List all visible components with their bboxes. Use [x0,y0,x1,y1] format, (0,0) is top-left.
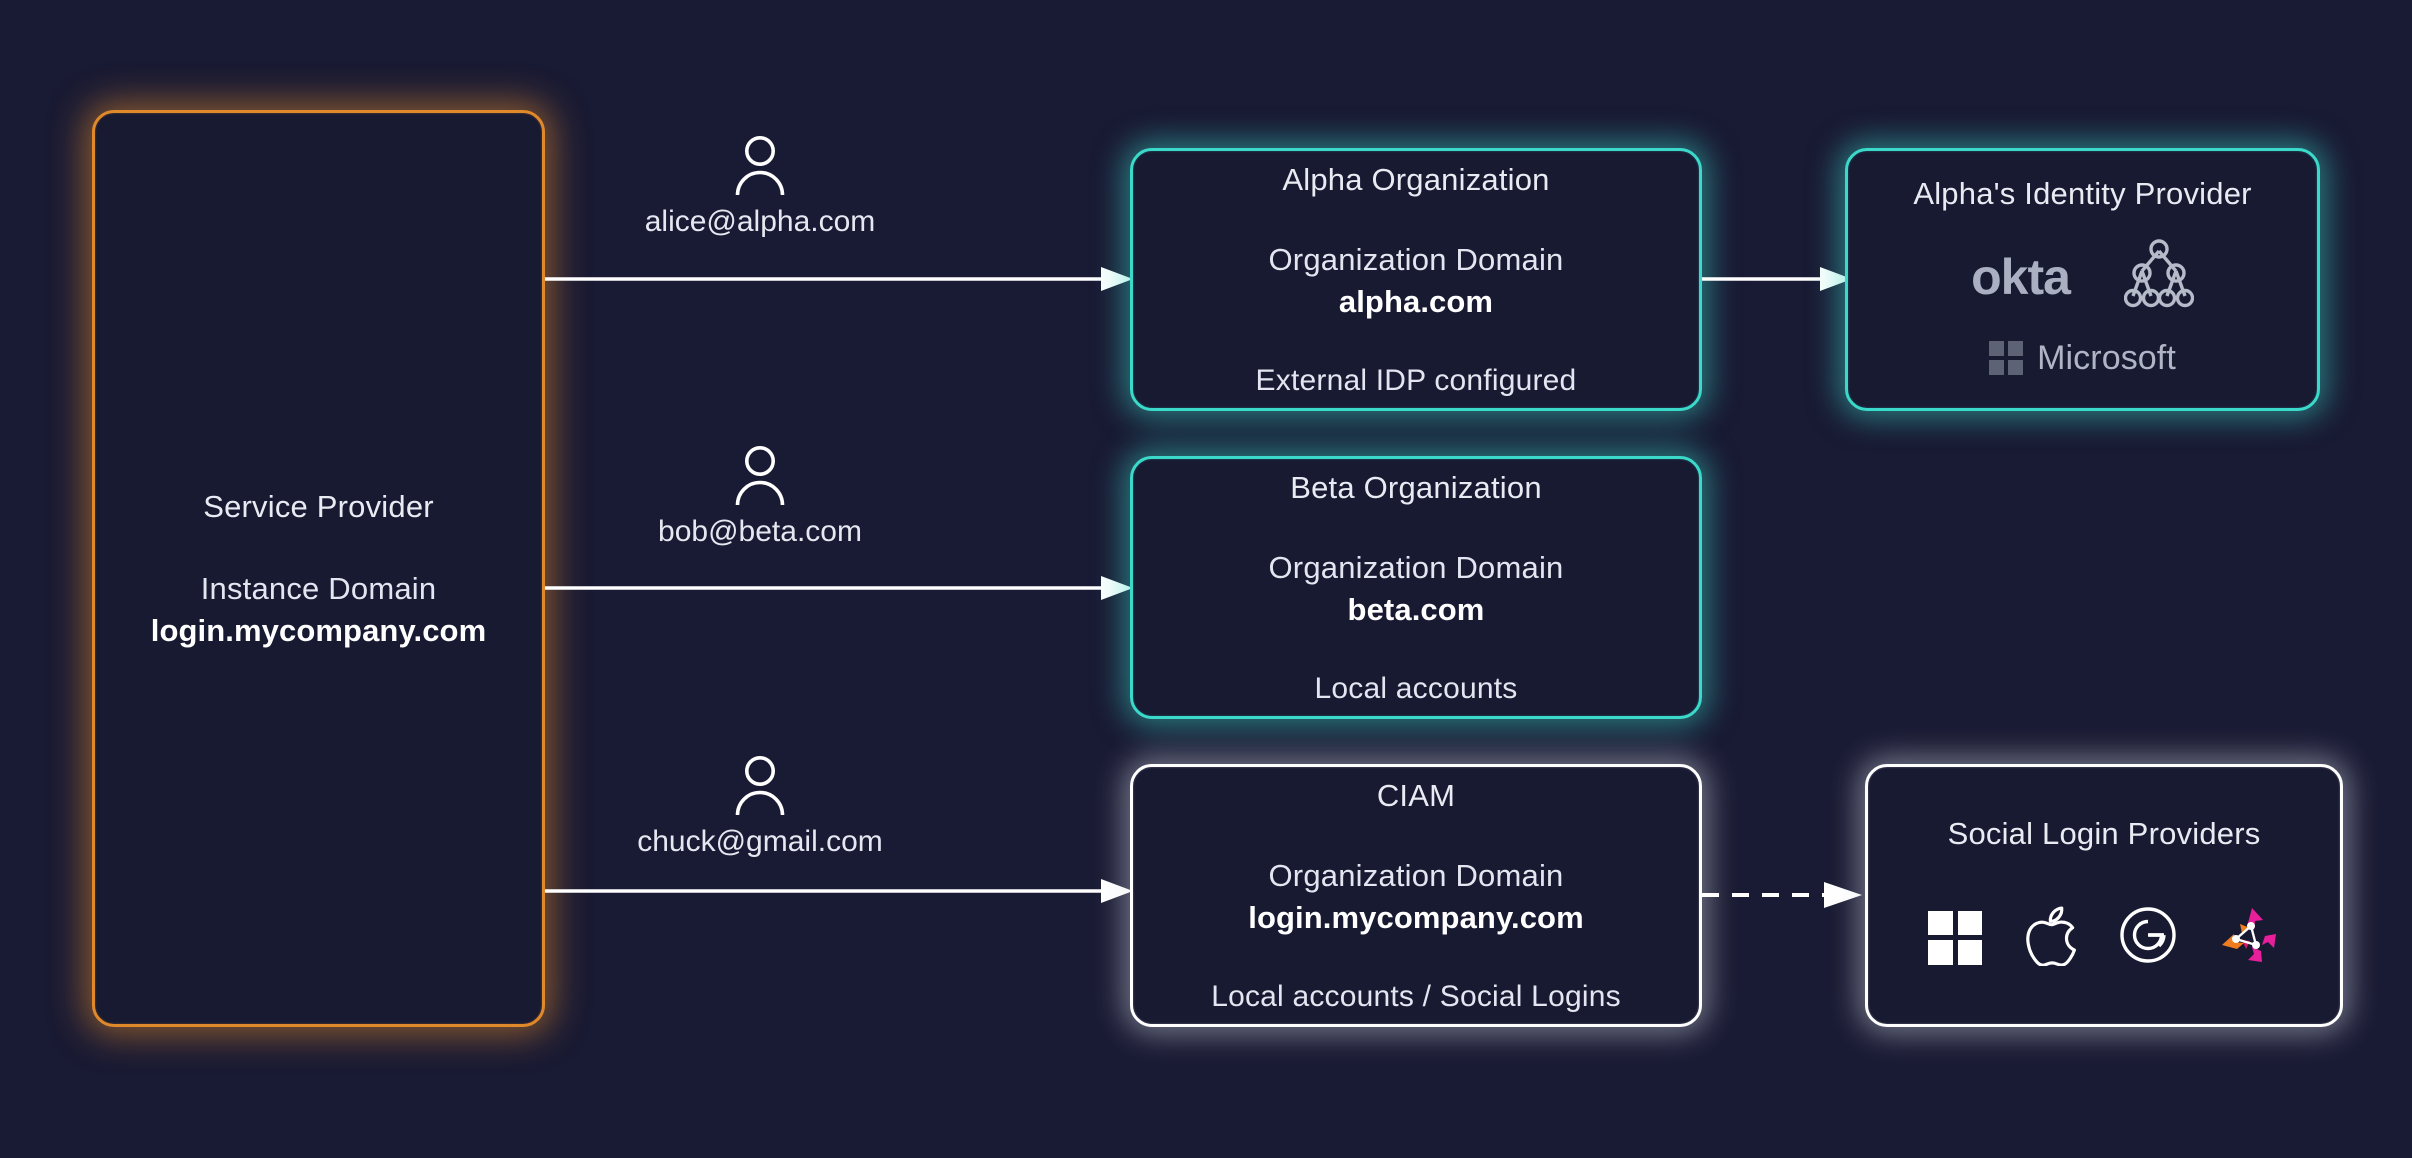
service-provider-title: Service Provider [203,488,434,524]
persona-email: chuck@gmail.com [637,825,883,858]
okta-logo: okta [1971,249,2071,305]
org-domain-label: Organization Domain [1268,857,1564,893]
identity-provider-card[interactable]: Alpha's Identity Provider okta [1845,148,2320,411]
arrow-sp-to-beta [545,573,1133,603]
apple-logo [2022,904,2078,971]
org-domain-value: login.mycompany.com [1248,899,1584,935]
org-domain-label: Organization Domain [1268,241,1564,277]
social-providers-title: Social Login Providers [1947,816,2261,851]
persona-bob: bob@beta.com [650,443,870,549]
org-title: CIAM [1376,777,1456,813]
social-logo-row [1928,904,2280,971]
gravitee-logo [2218,904,2280,971]
microsoft-logo [1989,341,2024,375]
org-note: Local accounts [1314,671,1518,705]
org-note: Local accounts / Social Logins [1211,979,1621,1013]
org-title: Beta Organization [1290,469,1542,505]
user-icon [729,443,791,506]
service-provider-card[interactable]: Service Provider Instance Domain login.m… [92,110,545,1027]
org-card-ciam[interactable]: CIAM Organization Domain login.mycompany… [1130,764,1702,1027]
social-providers-card[interactable]: Social Login Providers [1865,764,2343,1027]
org-title: Alpha Organization [1282,161,1550,197]
org-domain-value: beta.com [1347,591,1485,627]
service-provider-domain-label: Instance Domain [200,570,437,606]
identity-provider-title: Alpha's Identity Provider [1913,175,2252,211]
ldap-tree-icon [2123,238,2195,317]
arrow-sp-to-alpha [545,264,1133,294]
idp-logo-row-primary: okta [1971,238,2195,317]
arrow-sp-to-ciam [545,876,1133,906]
arrow-ciam-to-social [1702,880,1862,910]
idp-logo-row-microsoft: Microsoft [1989,339,2176,378]
org-card-alpha[interactable]: Alpha Organization Organization Domain a… [1130,148,1702,411]
user-icon [729,753,791,816]
org-note: External IDP configured [1255,363,1577,397]
persona-email: bob@beta.com [658,515,862,548]
org-card-beta[interactable]: Beta Organization Organization Domain be… [1130,456,1702,719]
org-domain-label: Organization Domain [1268,549,1564,585]
persona-chuck: chuck@gmail.com [637,753,883,859]
microsoft-logo [1928,910,1982,965]
org-domain-value: alpha.com [1338,283,1494,319]
google-logo [2118,905,2178,970]
arrow-alpha-to-idp [1702,264,1852,294]
persona-email: alice@alpha.com [644,205,876,238]
persona-alice: alice@alpha.com [645,133,875,239]
user-icon [729,133,791,196]
microsoft-logo-label: Microsoft [2037,338,2176,377]
service-provider-domain-value: login.mycompany.com [150,612,487,648]
